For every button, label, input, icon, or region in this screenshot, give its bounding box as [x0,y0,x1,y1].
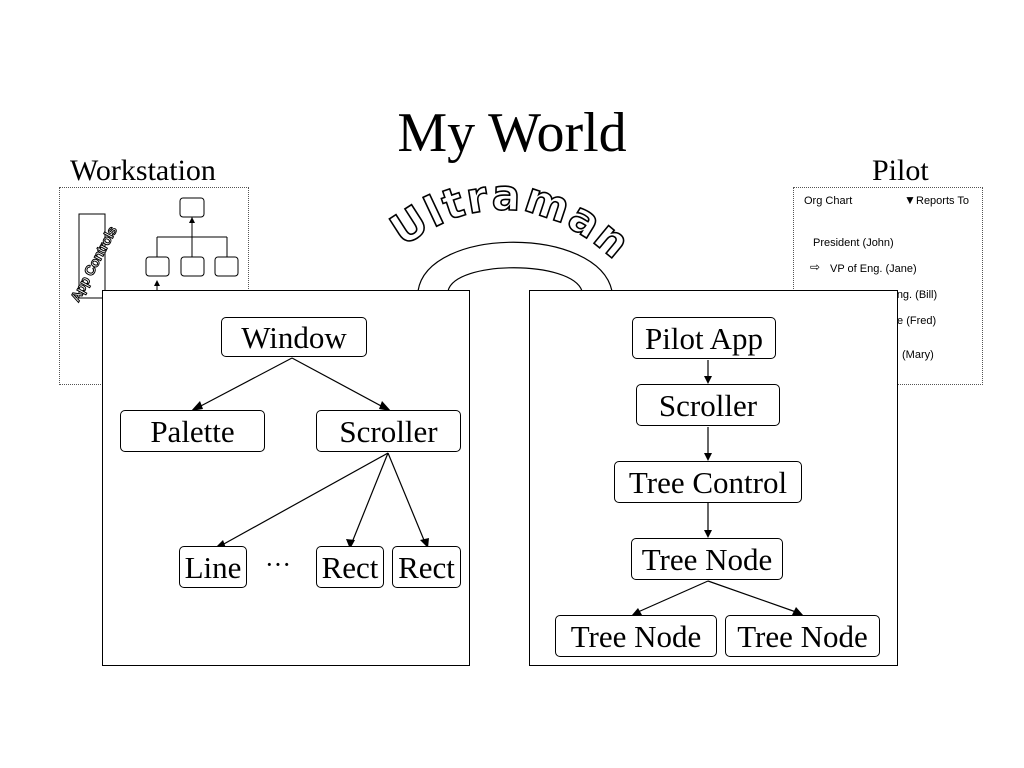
rect-node-1: Rect [316,546,384,588]
workstation-heading: Workstation [70,154,216,187]
scroller-node: Scroller [316,410,461,452]
page-title: My World [397,102,627,164]
tree-node-left: Tree Node [555,615,717,657]
rect-node-2: Rect [392,546,461,588]
ellipsis-text: ··· [265,550,291,579]
tree-node-right: Tree Node [725,615,880,657]
pilot-app-node: Pilot App [632,317,776,359]
tree-node: Tree Node [631,538,783,580]
pilot-heading: Pilot [872,154,929,187]
org-row-5: (Mary) [902,349,934,361]
ws-child-box-2 [180,256,205,277]
org-row-2: VP of Eng. (Jane) [830,263,917,275]
workstation-diagram [78,197,239,299]
app-controls-panel [78,213,106,299]
triangle-down-icon: ▼ [904,193,916,207]
tree-control-node: Tree Control [614,461,802,503]
right-scroller-node: Scroller [636,384,780,426]
ws-child-box-3 [214,256,239,277]
org-chart-label: Org Chart [804,195,853,207]
org-row-1: President (John) [813,237,894,249]
ws-child-box-1 [145,256,170,277]
line-node: Line [179,546,247,588]
palette-node: Palette [120,410,265,452]
window-node: Window [221,317,367,357]
arrow-right-icon: ⇨ [810,260,821,274]
reports-to-label: Reports To [916,195,969,207]
